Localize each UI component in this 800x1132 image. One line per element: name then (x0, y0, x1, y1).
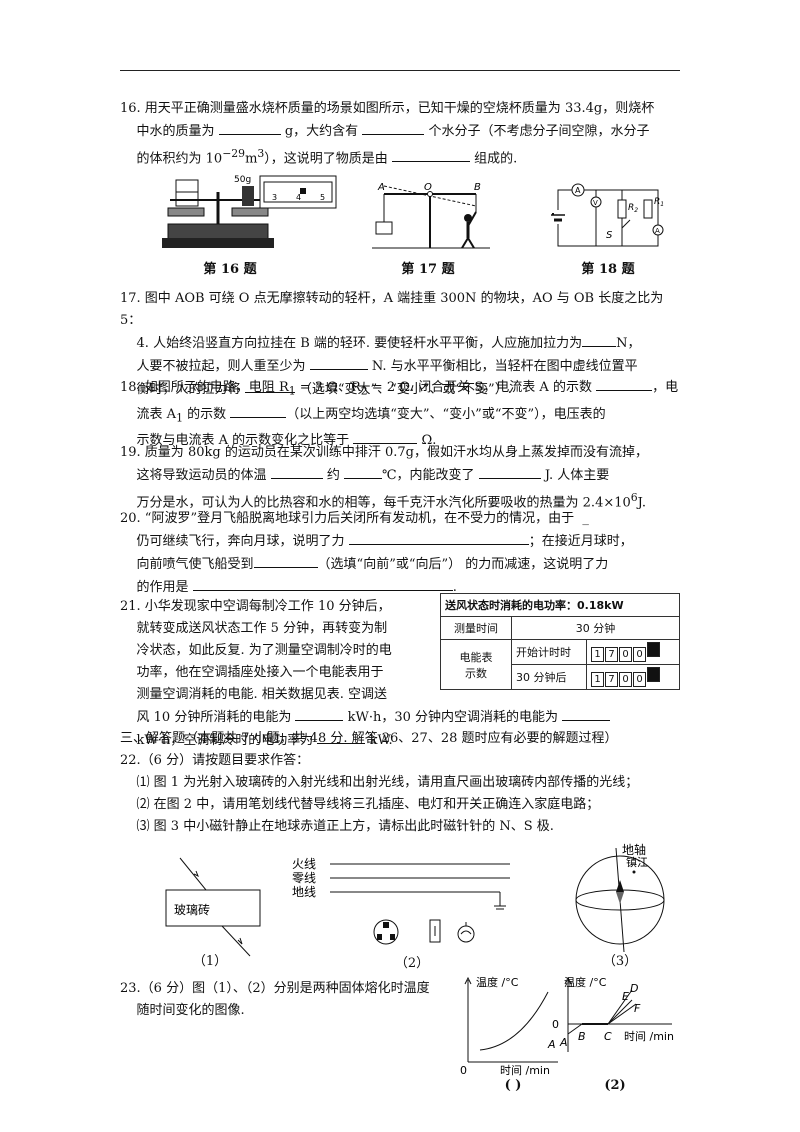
svg-text:A: A (377, 182, 385, 193)
answer-blank[interactable] (309, 355, 368, 370)
figure-18-circuit: A V R2 R1 S A (551, 183, 664, 247)
svg-text:0: 0 (552, 1018, 559, 1031)
caption-fig16: 第 16 题 (203, 262, 257, 277)
svg-text:火线: 火线 (292, 857, 316, 871)
svg-text:E: E (622, 990, 629, 1003)
figure-22-3-earth: 镇江 地轴 (575, 842, 665, 953)
question-20: 20. “阿波罗”登月飞船脱离地球引力后关闭所有发动机，在不受力的情况，由于 _… (120, 511, 633, 595)
figure-16-balance: 50g 3 4 5 (162, 175, 337, 248)
question-19: 19. 质量为 80kg 的运动员在某次训练中排汗 0.7g，假如汗水均从身上蒸… (120, 445, 648, 511)
question-16: 16. 用天平正确测量盛水烧杯质量的场景如图所示，已知干燥的空烧杯质量为 33.… (120, 98, 680, 170)
svg-text:5: 5 (320, 193, 325, 202)
svg-text:D: D (630, 982, 638, 995)
question-18: 18. 如图所示的电路，电阻 R1 = 3 Ω、R2 = 2 Ω. 闭合开关 S… (120, 376, 680, 452)
start-label: 开始计时时 (511, 639, 587, 665)
question-17: 17. 图中 AOB 可绕 O 点无摩擦转动的轻杆，A 端挂重 300N 的物块… (120, 291, 664, 397)
figure-22-2-household-circuit: 火线 零线 地线 (292, 857, 510, 945)
table-header: 送风状态时消耗的电功率：0.18kW (440, 593, 680, 617)
svg-text:R2: R2 (628, 203, 638, 214)
svg-text:0: 0 (460, 1064, 467, 1077)
svg-text:零线: 零线 (292, 871, 316, 885)
svg-text:B: B (578, 1030, 586, 1043)
answer-blank[interactable] (582, 332, 617, 347)
question-21: 21. 小华发现家中空调每制冷工作 10 分钟后， 就转变成送风状态工作 5 分… (120, 599, 392, 702)
y-axis-label: 温度 /°C (564, 975, 607, 989)
svg-text:A: A (547, 1038, 556, 1051)
row-value: 30 分钟 (511, 616, 680, 640)
svg-text:3: 3 (272, 193, 277, 202)
meter-data-table: 送风状态时消耗的电功率：0.18kW 测量时间 30 分钟 电能表 示数 开始计… (440, 593, 680, 690)
svg-text:4: 4 (296, 193, 301, 202)
compass-needle-icon (616, 880, 624, 892)
section-3-and-q22: 三、解答题（本题共 7 小题，共 48 分. 解答 26、27、28 题时应有必… (120, 728, 680, 838)
svg-text:地线: 地线 (292, 885, 316, 899)
answer-blank[interactable] (353, 429, 418, 445)
answer-blank[interactable] (218, 120, 281, 135)
answer-blank[interactable] (244, 378, 295, 393)
answer-blank[interactable] (192, 576, 453, 591)
row-label: 测量时间 (440, 616, 512, 640)
answer-blank[interactable] (348, 530, 529, 545)
answer-blank[interactable] (270, 464, 323, 479)
svg-text:S: S (606, 230, 613, 241)
svg-text:R1: R1 (654, 197, 664, 208)
svg-text:F: F (634, 1002, 641, 1015)
answer-blank[interactable] (562, 706, 611, 721)
svg-text:A: A (559, 1036, 568, 1049)
section-heading: 三、解答题（本题共 7 小题，共 48 分. 解答 26、27、28 题时应有必… (120, 731, 618, 746)
answer-blank[interactable] (317, 729, 366, 744)
x-axis-label: 时间 /min (500, 1064, 550, 1077)
answer-blank[interactable] (596, 376, 653, 391)
weight-label: 50g (234, 175, 251, 185)
svg-text:V: V (593, 199, 598, 207)
glass-label: 玻璃砖 (174, 902, 210, 917)
answer-blank[interactable] (343, 464, 382, 479)
city-label: 镇江 (626, 855, 648, 869)
answer-blank[interactable] (230, 403, 287, 418)
svg-text:A: A (655, 227, 660, 235)
svg-text:O: O (424, 182, 432, 193)
answer-blank[interactable] (253, 553, 318, 568)
answer-blank[interactable] (391, 147, 470, 163)
earth-axis-label: 地轴 (622, 842, 646, 857)
answer-blank[interactable] (362, 120, 425, 135)
question-23: 23.（6 分）图（1）、（2）分别是两种固体熔化时温度 随时间变化的图像. (120, 981, 430, 1018)
answer-blank[interactable] (295, 706, 344, 721)
figure-23-2-graph: 温度 /°C 时间 /min 0 A B C D E F (552, 975, 674, 1052)
question-21-continued: 风 10 分钟所消耗的电能为 kW·h，30 分钟内空调消耗的电能为 kW·h，… (120, 706, 680, 752)
caption-fig17: 第 17 题 (401, 262, 455, 277)
meter-reading-label: 电能表 示数 (440, 639, 512, 690)
answer-blank[interactable] (478, 464, 541, 479)
caption-fig18: 第 18 题 (581, 262, 635, 277)
figure-17-lever: A O B (372, 182, 490, 249)
q22-title: 22.（6 分）请按题目要求作答： (120, 753, 310, 768)
y-axis-label: 温度 /°C (476, 975, 519, 989)
q16-line1: 16. 用天平正确测量盛水烧杯质量的场景如图所示，已知干燥的空烧杯质量为 33.… (120, 101, 655, 116)
figure-22-1-glass-brick: 玻璃砖 (165, 857, 261, 957)
end-label: 30 分钟后 (511, 664, 587, 690)
top-rule (120, 70, 680, 71)
svg-text:C: C (604, 1030, 612, 1043)
svg-text:B: B (474, 182, 481, 193)
x-axis-label: 时间 /min (624, 1030, 674, 1043)
svg-text:A: A (575, 186, 581, 195)
figure-23-1-graph: 温度 /°C 时间 /min 0 A (460, 975, 558, 1077)
